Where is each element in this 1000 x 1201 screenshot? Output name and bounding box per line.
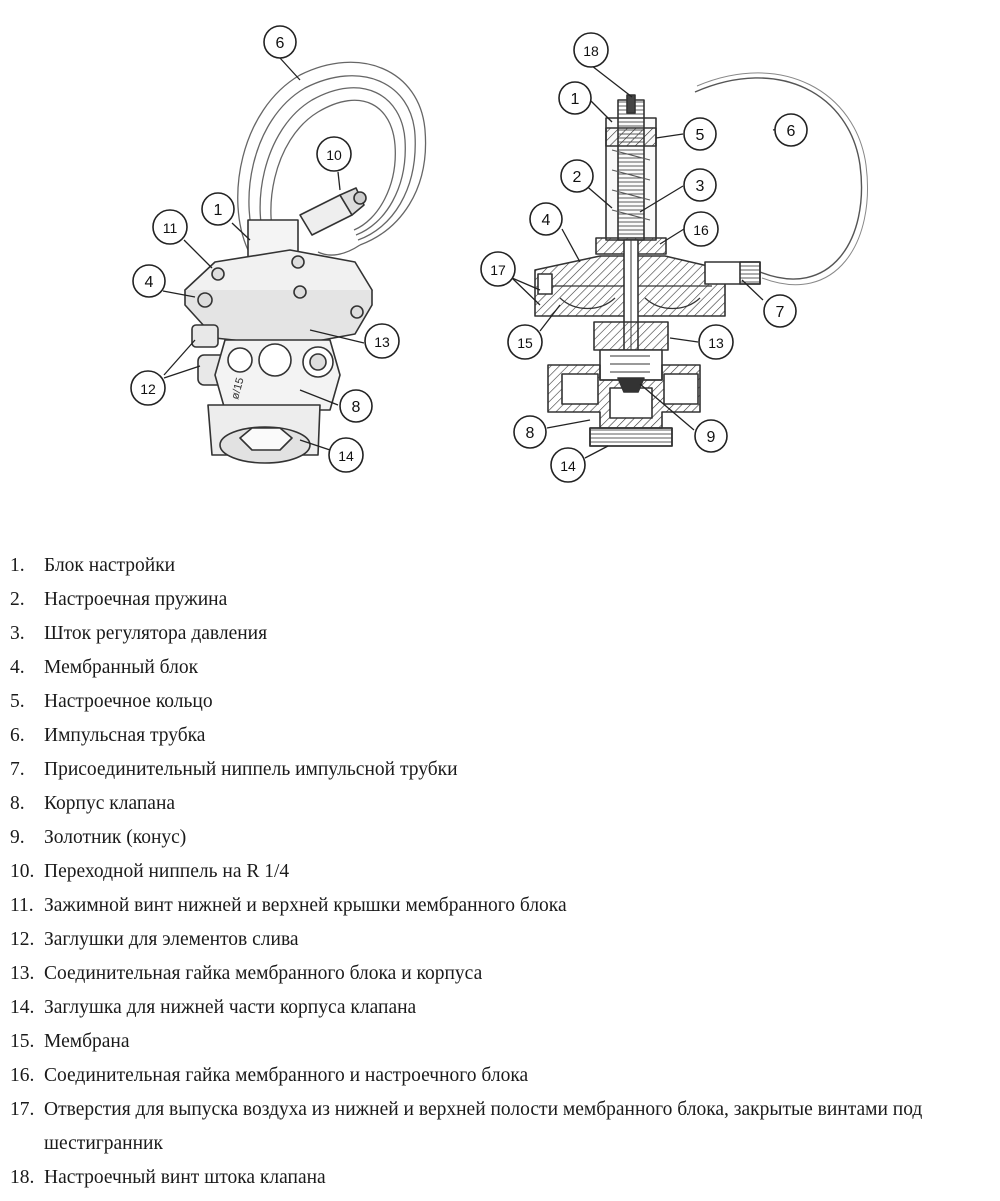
- svg-text:10: 10: [326, 147, 342, 163]
- legend-item: 8.Корпус клапана: [10, 793, 176, 814]
- callout-11: 11: [152, 209, 188, 245]
- legend-item: 17.Отверстия для выпуска воздуха из нижн…: [10, 1099, 923, 1154]
- callout-1: 1: [201, 192, 235, 226]
- callout-5: 5: [683, 117, 717, 151]
- valve-section-view: [534, 72, 868, 447]
- callout-12: 12: [130, 370, 166, 406]
- legend-item: 13.Соединительная гайка мембранного блок…: [10, 963, 483, 984]
- callout-14: 14: [328, 437, 364, 473]
- callout-18: 18: [573, 32, 609, 68]
- impulse-tube: [694, 77, 863, 280]
- svg-text:16: 16: [693, 222, 709, 238]
- callout-1b: 1: [558, 81, 592, 115]
- legend-item: 2.Настроечная пружина: [10, 589, 228, 610]
- legend-item: 3.Шток регулятора давления: [10, 623, 268, 644]
- callout-15: 15: [507, 324, 543, 360]
- svg-text:9: 9: [707, 429, 716, 446]
- callout-8: 8: [339, 389, 373, 423]
- valve-diagram: ø/15: [130, 25, 868, 483]
- legend-item: 14.Заглушка для нижней части корпуса кла…: [10, 997, 417, 1018]
- legend-item: 4.Мембранный блок: [10, 657, 199, 678]
- legend-item: 6.Импульсная трубка: [10, 725, 206, 746]
- svg-text:14: 14: [560, 458, 576, 474]
- svg-text:18: 18: [583, 43, 599, 59]
- svg-text:13: 13: [708, 335, 724, 351]
- callout-4b: 4: [529, 202, 563, 236]
- legend-item: 16.Соединительная гайка мембранного и на…: [10, 1065, 529, 1086]
- callouts: 6 1 10 11 4 13 12 8 14 18 1 5 6 2 3 4 16…: [130, 25, 808, 483]
- svg-text:4: 4: [542, 212, 551, 229]
- svg-text:8: 8: [526, 425, 535, 442]
- impulse-tube-coil: [237, 61, 427, 256]
- callout-7: 7: [763, 294, 797, 328]
- callout-13b: 13: [698, 324, 734, 360]
- callout-9: 9: [694, 419, 728, 453]
- valve-3d-view: ø/15: [184, 61, 427, 464]
- svg-text:8: 8: [352, 399, 361, 416]
- svg-text:7: 7: [776, 304, 785, 321]
- callout-10: 10: [316, 136, 352, 172]
- legend-item: 11.Зажимной винт нижней и верхней крышки…: [10, 895, 567, 916]
- legend-item: 18.Настроечный винт штока клапана: [10, 1167, 326, 1188]
- callout-13: 13: [364, 323, 400, 359]
- legend-item: 7.Присоединительный ниппель импульсной т…: [10, 759, 458, 780]
- valve-model-mark: ø/15: [229, 376, 246, 400]
- svg-text:3: 3: [696, 178, 705, 195]
- svg-text:6: 6: [787, 123, 796, 140]
- legend-item: 10.Переходной ниппель на R 1/4: [10, 861, 290, 882]
- svg-text:13: 13: [374, 334, 390, 350]
- adapter-nipple: [299, 187, 367, 236]
- legend-item: 5.Настроечное кольцо: [10, 691, 213, 712]
- svg-text:4: 4: [145, 274, 154, 291]
- parts-legend: 1.Блок настройки 2.Настроечная пружина 3…: [10, 549, 990, 1195]
- svg-text:12: 12: [140, 381, 156, 397]
- callout-4: 4: [132, 264, 166, 298]
- legend-item: 1.Блок настройки: [10, 555, 176, 576]
- legend-item: 15.Мембрана: [10, 1031, 130, 1052]
- svg-text:1: 1: [571, 91, 580, 108]
- svg-text:1: 1: [214, 202, 223, 219]
- callout-8b: 8: [513, 415, 547, 449]
- callout-6: 6: [263, 25, 297, 59]
- legend-item: 12.Заглушки для элементов слива: [10, 929, 299, 950]
- callout-2: 2: [560, 159, 594, 193]
- callout-6b: 6: [774, 113, 808, 147]
- callout-17: 17: [480, 251, 516, 287]
- svg-text:17: 17: [490, 262, 506, 278]
- svg-text:6: 6: [276, 35, 285, 52]
- svg-text:11: 11: [163, 220, 178, 236]
- callout-3: 3: [683, 168, 717, 202]
- legend-item: 9.Золотник (конус): [10, 827, 187, 848]
- callout-16: 16: [683, 211, 719, 247]
- svg-text:15: 15: [517, 335, 533, 351]
- callout-14b: 14: [550, 447, 586, 483]
- svg-text:5: 5: [696, 127, 705, 144]
- svg-text:14: 14: [338, 448, 354, 464]
- svg-text:2: 2: [573, 169, 582, 186]
